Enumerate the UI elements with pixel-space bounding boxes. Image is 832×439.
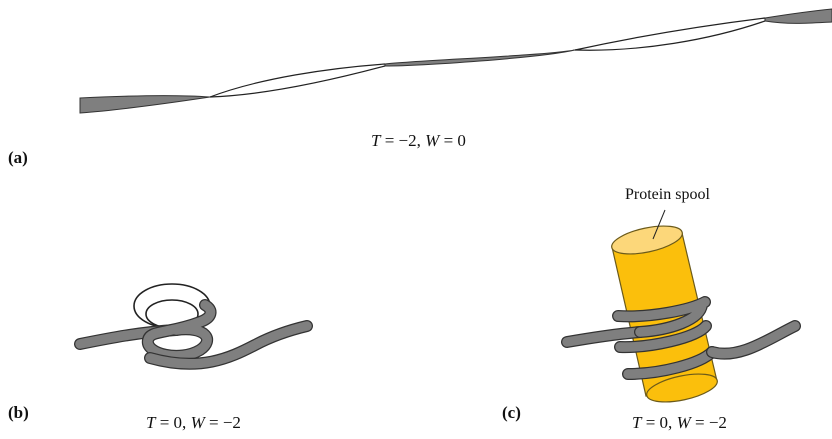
twist-value: = 0, [160, 413, 187, 432]
spool-tube-right-fill [712, 326, 795, 354]
panel-a-twisted-ribbon [80, 9, 832, 113]
protein-spool-label: Protein spool [625, 186, 710, 204]
ribbon-band-segment [385, 50, 575, 66]
caption-a: T = −2, W = 0 [371, 131, 466, 151]
ribbon-edge [210, 64, 385, 97]
ribbon-edge [210, 66, 385, 97]
panel-b-coiled-tube [80, 284, 307, 364]
writhe-value: = −2 [695, 413, 727, 432]
ribbon-edge [575, 18, 765, 50]
panel-label-b: (b) [8, 403, 29, 423]
ribbon-edge [575, 21, 765, 50]
panel-label-c: (c) [502, 403, 521, 423]
ribbon-band-segment [80, 95, 210, 113]
caption-c: T = 0, W = −2 [632, 413, 727, 433]
writhe-value: = 0 [444, 131, 466, 150]
panel-label-a: (a) [8, 148, 28, 168]
writhe-value: = −2 [209, 413, 241, 432]
twist-symbol: T [632, 413, 641, 432]
twist-value: = −2, [385, 131, 421, 150]
twist-symbol: T [146, 413, 155, 432]
writhe-symbol: W [425, 131, 439, 150]
twist-symbol: T [371, 131, 380, 150]
tube-coil-fill [148, 305, 211, 356]
writhe-symbol: W [677, 413, 691, 432]
caption-b: T = 0, W = −2 [146, 413, 241, 433]
ribbon-band-segment [765, 9, 832, 23]
panel-c-spool [567, 210, 795, 407]
spool-tube-left-fill [567, 332, 640, 342]
twist-value: = 0, [646, 413, 673, 432]
writhe-symbol: W [191, 413, 205, 432]
